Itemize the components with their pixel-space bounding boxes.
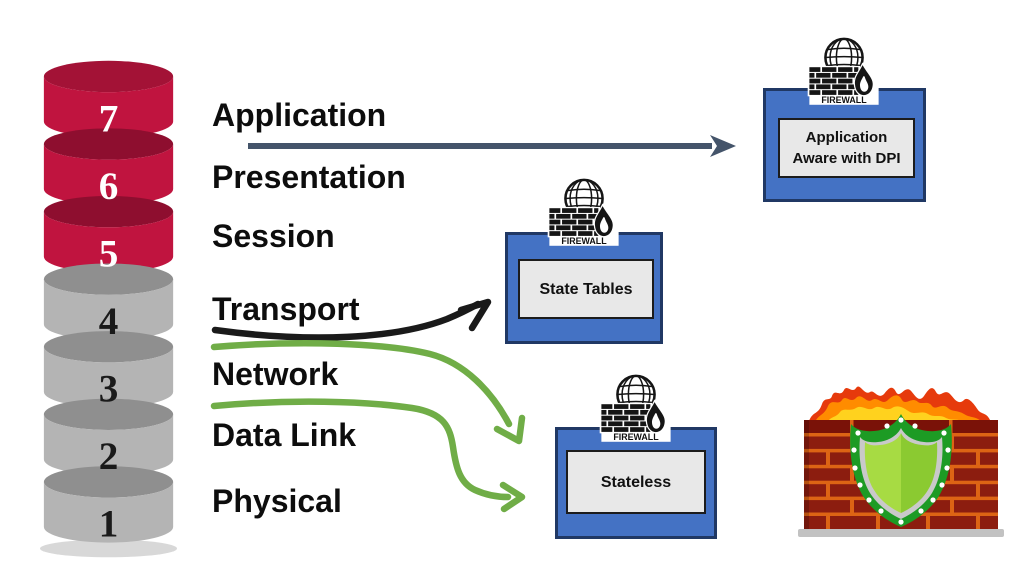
arrow-network-to-stateless	[210, 398, 526, 513]
arrow-application-to-dpi	[248, 135, 736, 157]
osi-disk-6	[43, 128, 174, 205]
firewall-box-label-state-tables: State Tables	[518, 259, 654, 319]
layer-label-physical: Physical	[212, 483, 342, 519]
arrow-transport-to-stateless	[210, 340, 526, 445]
layer-label-application: Application	[212, 97, 387, 133]
firewall-icon-caption: FIREWALL	[613, 432, 659, 442]
shield-studs	[851, 417, 951, 525]
stack-shadow	[39, 539, 178, 558]
osi-disk-5	[43, 195, 174, 273]
layer-label-session: Session	[212, 218, 335, 254]
firewall-box-label-dpi: Application Aware with DPI	[778, 118, 915, 178]
firewall-icon: FIREWALL	[806, 37, 880, 105]
layer-label-transport: Transport	[212, 291, 360, 327]
shield-icon	[850, 414, 952, 527]
firewall-box-state-tables: State Tables	[505, 232, 663, 344]
layer-label-datalink: Data Link	[212, 417, 357, 453]
osi-number-6: 6	[99, 165, 119, 208]
flames-icon	[808, 386, 994, 424]
osi-disk-3	[43, 331, 174, 408]
osi-disk-7	[43, 60, 174, 138]
osi-stack: 7 6 5 4 3 2 1	[39, 60, 178, 558]
layer-label-network: Network	[212, 356, 339, 392]
firewall-illustration	[798, 386, 1004, 537]
firewall-icon: FIREWALL	[598, 374, 672, 442]
arrow-transport-to-state-tables	[211, 298, 492, 341]
firewall-icon-caption: FIREWALL	[821, 95, 867, 105]
layer-label-presentation: Presentation	[212, 159, 406, 195]
osi-disk-4	[43, 263, 174, 340]
osi-disk-1	[43, 466, 174, 543]
osi-number-1: 1	[99, 503, 119, 546]
firewall-box-dpi: Application Aware with DPI	[763, 88, 926, 202]
osi-number-7: 7	[99, 97, 119, 140]
osi-number-2: 2	[99, 435, 119, 478]
firewall-box-stateless: Stateless	[555, 427, 717, 539]
firewall-icon: FIREWALL	[546, 178, 620, 246]
osi-disk-2	[43, 398, 174, 476]
osi-number-5: 5	[99, 232, 119, 275]
osi-number-4: 4	[99, 300, 119, 343]
firewall-box-label-stateless: Stateless	[566, 450, 706, 514]
firewall-icon-caption: FIREWALL	[561, 236, 607, 246]
osi-number-3: 3	[99, 368, 119, 411]
